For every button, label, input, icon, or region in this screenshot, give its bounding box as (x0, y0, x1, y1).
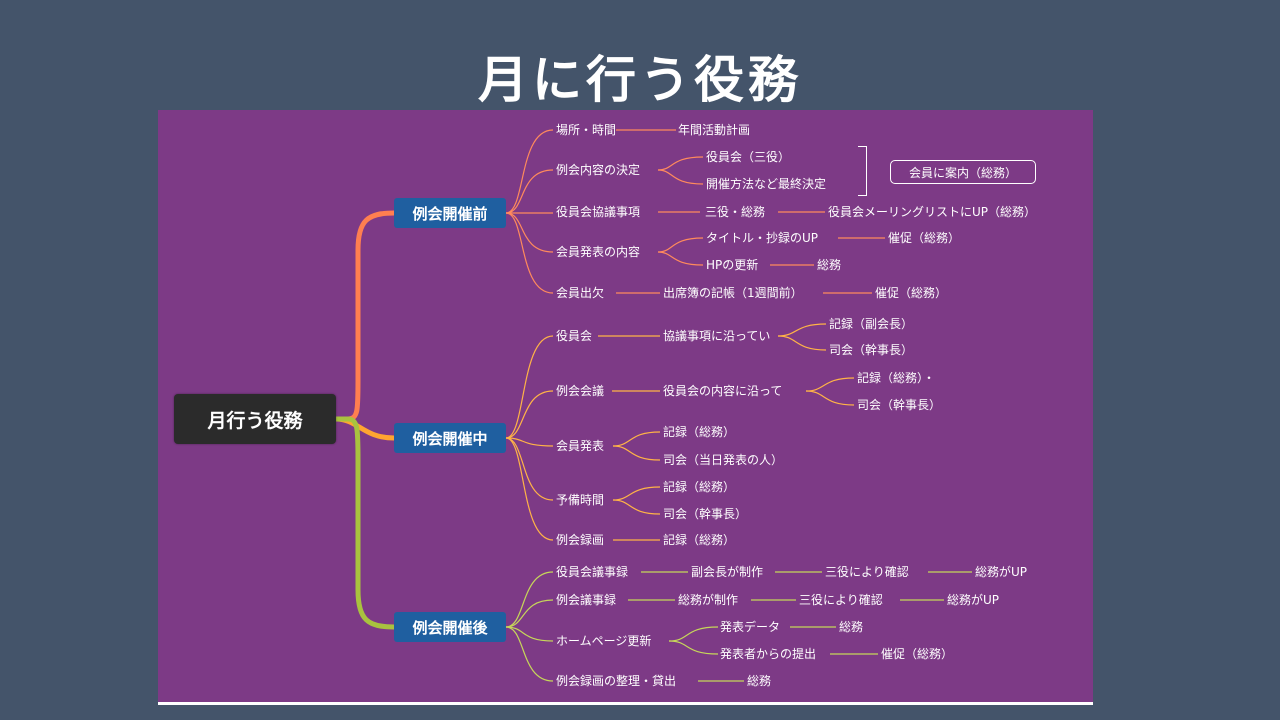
node-d2: 例会会議 (556, 384, 605, 398)
node-b3: 役員会協議事項 (556, 205, 641, 219)
node-a4: 例会録画の整理・貸出 (556, 674, 677, 688)
node-b1a: 年間活動計画 (678, 123, 751, 137)
stage-before: 例会開催前 (394, 198, 506, 228)
node-a2c: 総務がUP (947, 593, 1000, 607)
node-a1b: 三役により確認 (825, 565, 909, 579)
node-d1a: 協議事項に沿ってい (663, 329, 771, 343)
node-d2a: 役員会の内容に沿って (663, 384, 783, 398)
node-d3a: 記録（総務） (663, 425, 736, 439)
node-b4a1: 催促（総務） (888, 231, 961, 245)
mind-map: 月行う役務 例会開催前 例会開催中 例会開催後 場所・時間 年間活動計画 例会内… (158, 110, 1093, 702)
node-b1: 場所・時間 (556, 123, 617, 137)
node-d1: 役員会 (556, 329, 593, 343)
node-b5a: 出席簿の記帳（1週間前） (663, 286, 803, 300)
node-b2b: 開催方法など最終決定 (706, 177, 827, 191)
group-bracket (858, 146, 867, 196)
node-a3a: 発表データ (720, 620, 781, 634)
node-a2: 例会議事録 (556, 593, 617, 607)
node-a3a1: 総務 (839, 620, 864, 634)
node-b5b: 催促（総務） (875, 286, 948, 300)
node-b3b: 役員会メーリングリストにUP（総務） (828, 205, 1037, 219)
node-d4b: 司会（幹事長） (663, 507, 748, 521)
stage-after: 例会開催後 (394, 612, 506, 642)
node-d5: 例会録画 (556, 533, 605, 547)
node-b5: 会員出欠 (556, 286, 605, 300)
node-d2a1: 記録（総務）・ (857, 371, 936, 385)
node-a1c: 総務がUP (975, 565, 1028, 579)
node-d4a: 記録（総務） (663, 480, 736, 494)
bottom-divider (158, 702, 1093, 705)
node-b4b1: 総務 (817, 258, 842, 272)
node-b3a: 三役・総務 (705, 205, 766, 219)
node-b4: 会員発表の内容 (556, 245, 641, 259)
node-a1a: 副会長が制作 (691, 565, 764, 579)
node-b4b: HPの更新 (706, 258, 759, 272)
node-b2: 例会内容の決定 (556, 163, 641, 177)
node-a3: ホームページ更新 (556, 634, 652, 648)
stage-during: 例会開催中 (394, 423, 506, 453)
node-d1a2: 司会（幹事長） (829, 343, 914, 357)
connector-lines (333, 129, 972, 682)
node-b4a: タイトル・抄録のUP (706, 231, 819, 245)
node-a3b: 発表者からの提出 (720, 647, 817, 661)
node-a2a: 総務が制作 (678, 593, 739, 607)
root-node: 月行う役務 (174, 394, 336, 444)
node-d2a2: 司会（幹事長） (857, 398, 942, 412)
node-a2b: 三役により確認 (799, 593, 883, 607)
node-d5a: 記録（総務） (663, 533, 736, 547)
summary-box: 会員に案内（総務） (890, 160, 1036, 184)
node-a3b1: 催促（総務） (881, 647, 954, 661)
node-b2a: 役員会（三役） (706, 150, 791, 164)
node-d3: 会員発表 (556, 439, 605, 453)
node-d1a1: 記録（副会長） (829, 317, 914, 331)
node-a4a: 総務 (747, 674, 772, 688)
node-d3b: 司会（当日発表の人） (663, 453, 784, 467)
page-title: 月に行う役務 (478, 51, 802, 109)
node-d4: 予備時間 (556, 493, 605, 507)
node-a1: 役員会議事録 (556, 565, 629, 579)
